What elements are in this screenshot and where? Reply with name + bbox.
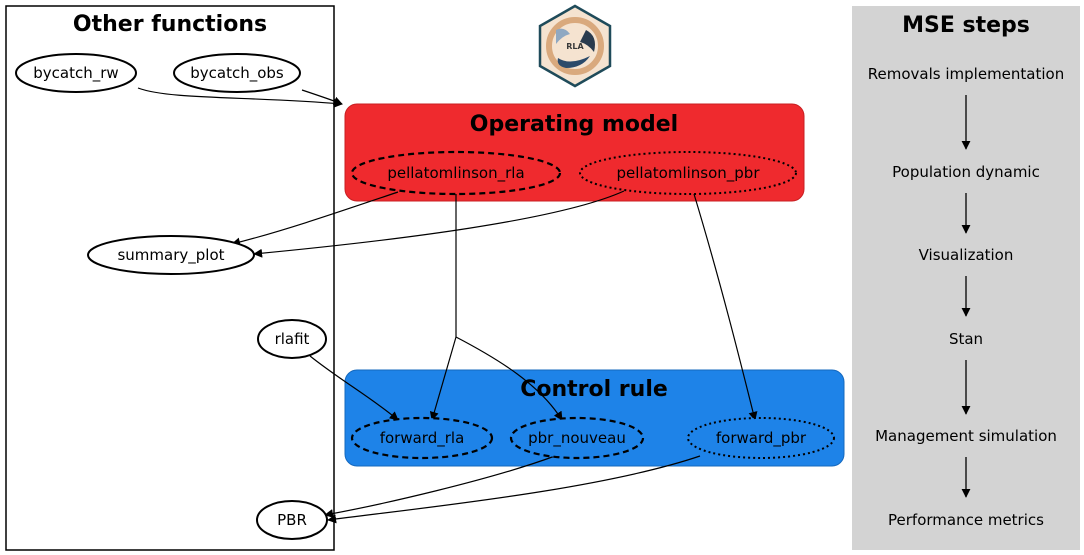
node-forward-rla[interactable]: forward_rla [350, 416, 494, 460]
dolphin-icon [580, 30, 595, 52]
mse-step-population-dynamic: Population dynamic [892, 163, 1040, 181]
node-bycatch-obs-label: bycatch_obs [190, 64, 284, 83]
edge-to-pbr-nouveau [455, 336, 563, 421]
node-pbr[interactable]: PBR [256, 500, 328, 540]
node-forward-pbr[interactable]: forward_pbr [687, 417, 835, 459]
operating-model-title: Operating model [470, 112, 678, 137]
node-forward-pbr-label: forward_pbr [716, 429, 807, 448]
node-pbr-label: PBR [277, 511, 307, 529]
logo-ring [546, 17, 604, 75]
node-bycatch-obs[interactable]: bycatch_obs [173, 53, 301, 93]
edge-to-forward-rla [429, 336, 457, 421]
edge-pellatomlinson-pbr-to-forward-pbr [693, 193, 758, 421]
node-pbr-nouveau-label: pbr_nouveau [528, 429, 626, 448]
control-rule-title: Control rule [520, 377, 668, 402]
node-pellatomlinson-rla[interactable]: pellatomlinson_rla [350, 150, 562, 196]
edge-forward-pbr-to-pbr [327, 455, 701, 524]
node-bycatch-rw-label: bycatch_rw [33, 64, 118, 83]
mse-step-stan: Stan [949, 330, 983, 348]
edges [137, 87, 758, 524]
other-functions-title: Other functions [73, 12, 267, 37]
node-pellatomlinson-pbr-label: pellatomlinson_pbr [617, 164, 761, 183]
edge-pellatomlinson-pbr-to-summary-plot [253, 190, 625, 258]
mse-step-performance-metrics: Performance metrics [888, 511, 1044, 529]
edge-bycatch-obs-to-operating-model [301, 89, 343, 106]
node-rlafit[interactable]: rlafit [257, 319, 327, 359]
edge-pellatomlinson-rla-to-summary-plot [231, 191, 399, 247]
edge-bycatch-rw-to-operating-model [137, 87, 343, 108]
mse-step-visualization: Visualization [919, 246, 1014, 264]
node-pellatomlinson-rla-label: pellatomlinson_rla [387, 164, 524, 183]
node-summary-plot-label: summary_plot [117, 246, 224, 265]
mse-steps-title: MSE steps [902, 13, 1030, 38]
edge-pbr-nouveau-to-pbr [324, 455, 556, 518]
mse-steps-panel: MSE steps Removals implementation Popula… [852, 6, 1080, 550]
node-bycatch-rw[interactable]: bycatch_rw [15, 53, 137, 93]
whale-icon [557, 56, 590, 68]
node-forward-rla-label: forward_rla [380, 429, 465, 448]
edge-rlafit-to-forward-rla [309, 355, 399, 421]
node-summary-plot[interactable]: summary_plot [87, 235, 255, 275]
node-pellatomlinson-pbr[interactable]: pellatomlinson_pbr [579, 151, 797, 195]
mse-step-removals-implementation: Removals implementation [868, 65, 1064, 83]
node-rlafit-label: rlafit [275, 330, 310, 348]
rla-logo: RLA [538, 4, 612, 88]
other-functions-panel: Other functions [5, 5, 335, 551]
node-pbr-nouveau[interactable]: pbr_nouveau [509, 416, 645, 460]
logo-text: RLA [566, 42, 584, 51]
porpoise-icon [556, 28, 570, 44]
mse-step-management-simulation: Management simulation [875, 427, 1057, 445]
